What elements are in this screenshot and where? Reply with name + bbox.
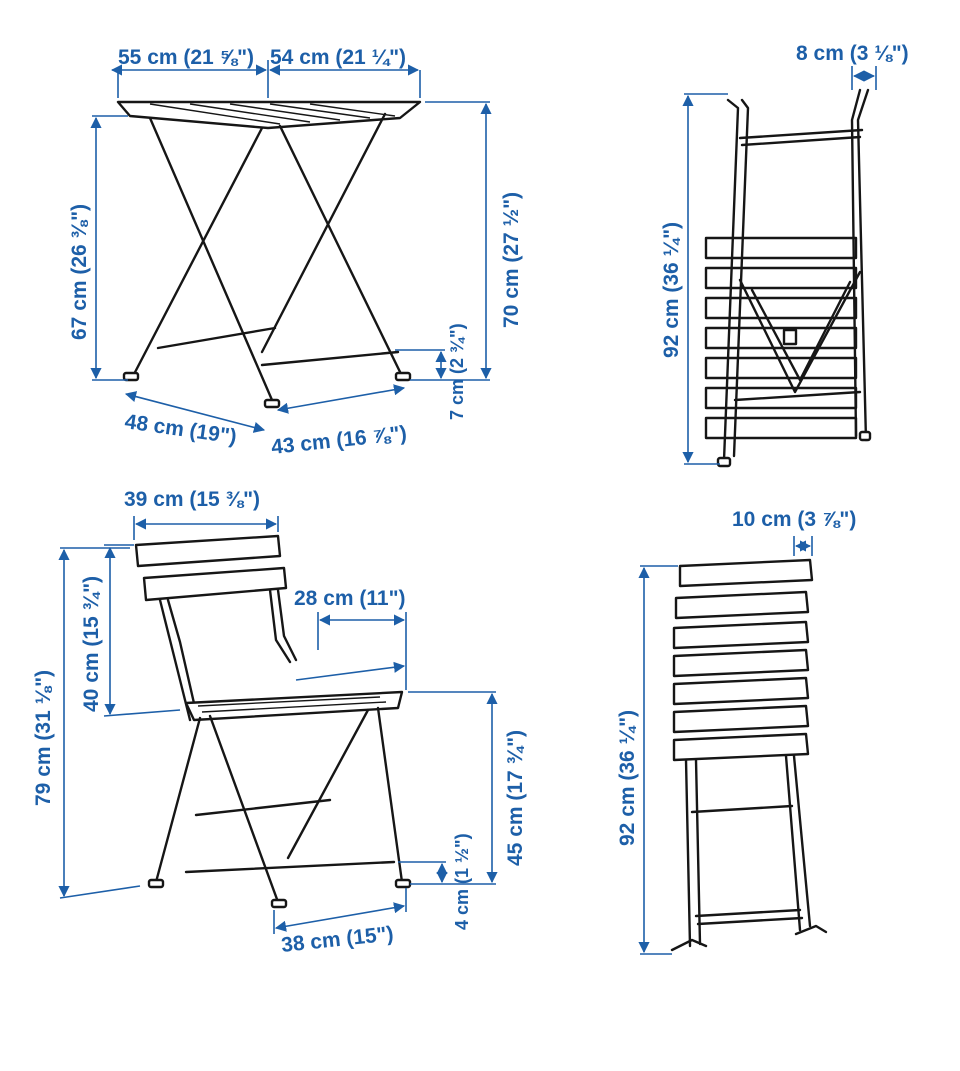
chair-folded-dimension-lines xyxy=(638,536,813,955)
table-drawing xyxy=(116,100,422,409)
table-width-label: 55 cm (21 ⅝") xyxy=(118,46,254,69)
chair-backrest-height-label: 40 cm (15 ¾") xyxy=(80,576,103,712)
chair-base-width-label: 38 cm (15") xyxy=(280,922,394,957)
chair-foot-height-label: 4 cm (1 ½") xyxy=(452,833,472,930)
chair-seat xyxy=(184,690,404,722)
chair-folded-thickness-label: 10 cm (3 ⅞") xyxy=(732,508,856,531)
chair-drawing xyxy=(134,534,412,909)
table-folded-drawing xyxy=(704,88,872,468)
table-folded-thickness-label: 8 cm (3 ⅛") xyxy=(796,42,909,65)
table-leg xyxy=(148,116,274,402)
chair-folded-drawing xyxy=(670,558,828,952)
chair-backrest-width-label: 39 cm (15 ⅜") xyxy=(124,488,260,511)
table-leg xyxy=(130,126,264,380)
table-leg xyxy=(260,112,387,354)
table-dimension-lines xyxy=(90,60,492,433)
table-foot-height-label: 7 cm (2 ¾") xyxy=(447,323,467,420)
chair-dimension-lines xyxy=(58,516,498,934)
chair-total-height-label: 79 cm (31 ⅛") xyxy=(32,670,55,806)
table-base-depth-label: 43 cm (16 ⅞") xyxy=(270,422,408,459)
table-frame-height-label: 67 cm (26 ⅜") xyxy=(68,204,91,340)
table-base-width-label: 48 cm (19") xyxy=(123,410,238,448)
chair-seat-height-label: 45 cm (17 ¾") xyxy=(504,730,527,866)
table-depth-label: 54 cm (21 ¼") xyxy=(270,46,406,69)
table-height-label: 70 cm (27 ½") xyxy=(500,192,523,328)
chair-backrest-slat xyxy=(142,566,288,602)
table-leg xyxy=(278,124,404,378)
table-folded-dimension-lines xyxy=(682,66,877,465)
chair-backrest-slat xyxy=(134,534,282,568)
chair-folded-height-label: 92 cm (36 ¼") xyxy=(616,710,639,846)
table-folded-height-label: 92 cm (36 ¼") xyxy=(660,222,683,358)
chair-seat-depth-label: 28 cm (11") xyxy=(294,587,406,610)
